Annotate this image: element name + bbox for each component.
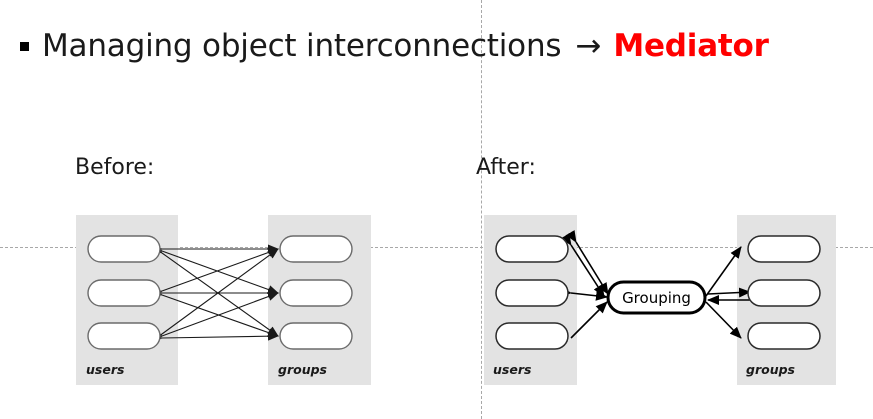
user-node-2[interactable] <box>87 279 161 307</box>
slide-headline: Managing object interconnections → Media… <box>20 28 769 64</box>
group-node-2[interactable] <box>747 279 821 307</box>
user-node-3[interactable] <box>87 322 161 350</box>
after-diagram: Grouping users groups <box>478 210 848 395</box>
vertical-guide-line <box>481 0 482 419</box>
user-node-3[interactable] <box>495 322 569 350</box>
users-panel-label: users <box>493 362 531 377</box>
groups-node-group <box>279 235 353 350</box>
headline-text: Managing object interconnections <box>42 28 562 64</box>
user-node-1[interactable] <box>87 235 161 263</box>
headline-accent-mediator: Mediator <box>613 28 769 64</box>
user-node-2[interactable] <box>495 279 569 307</box>
groups-node-group <box>747 235 821 350</box>
mediator-node[interactable]: Grouping <box>606 280 707 315</box>
user-node-1[interactable] <box>495 235 569 263</box>
group-node-3[interactable] <box>279 322 353 350</box>
mediator-label: Grouping <box>622 289 691 307</box>
edge-layer <box>559 230 751 339</box>
after-caption: After: <box>476 155 536 180</box>
horizontal-guide-line <box>0 247 873 248</box>
group-node-2[interactable] <box>279 279 353 307</box>
square-bullet-icon <box>20 42 29 51</box>
group-node-3[interactable] <box>747 322 821 350</box>
right-arrow-icon: → <box>575 28 602 64</box>
users-node-group <box>495 235 569 350</box>
edge-layer <box>151 243 279 344</box>
users-panel-label: users <box>86 362 124 377</box>
group-node-1[interactable] <box>747 235 821 263</box>
groups-panel-label: groups <box>278 362 327 377</box>
before-caption: Before: <box>75 155 155 180</box>
before-diagram: users groups <box>70 210 390 395</box>
users-node-group <box>87 235 161 350</box>
groups-panel-label: groups <box>746 362 795 377</box>
group-node-1[interactable] <box>279 235 353 263</box>
